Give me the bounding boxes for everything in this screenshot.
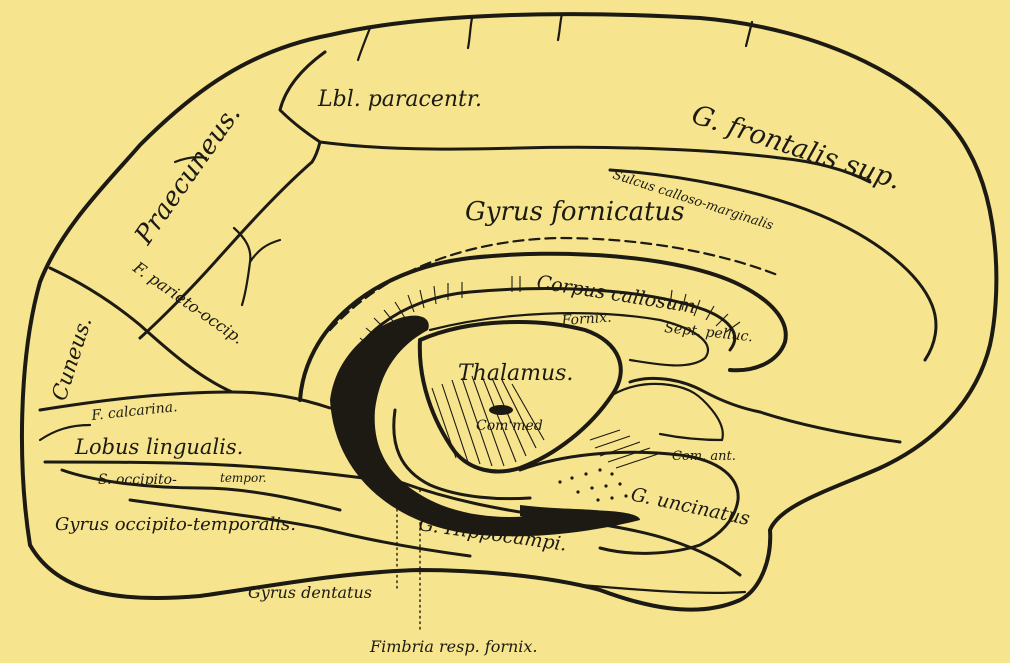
label-com-med: Com'med	[476, 418, 543, 434]
superior-notch	[558, 14, 562, 40]
label-gyrus-dentatus: Gyrus dentatus	[248, 583, 372, 602]
label-f-calcarina: F. calcarina.	[90, 399, 178, 424]
label-f-parieto-occip: F. parieto-occip.	[129, 257, 247, 348]
label-g-frontalis-sup: G. frontalis sup.	[688, 99, 905, 196]
superior-notch	[468, 18, 472, 48]
praecuneus-sulcus-y	[234, 228, 280, 305]
uncinatus-dots	[558, 468, 627, 501]
label-thalamus: Thalamus.	[458, 361, 573, 386]
label-gyrus-fornicatus: Gyrus fornicatus	[465, 197, 685, 227]
label-corpus-callosum: Corpus callosum	[535, 271, 697, 318]
thalamus-outline	[420, 322, 621, 472]
label-fornix: Fornix.	[560, 310, 612, 330]
label-gyrus-occipito-temporalis: Gyrus occipito-temporalis.	[55, 514, 296, 535]
label-praecuneus: Praecuneus.	[129, 100, 247, 251]
label-lbl-paracentr: Lbl. paracentr.	[317, 87, 482, 112]
superior-notch	[358, 28, 370, 60]
commissura-media-mark	[489, 405, 513, 415]
label-lobus-lingualis: Lobus lingualis.	[74, 435, 243, 459]
commissura-anterior-hatching	[590, 430, 658, 468]
label-fimbria: Fimbria resp. fornix.	[369, 637, 538, 656]
label-sept-pelluc: Sept. pelluc.	[664, 320, 754, 345]
label-tempor: tempor.	[220, 471, 266, 485]
label-com-ant: Com. ant.	[672, 449, 736, 464]
label-g-uncinatus: G. uncinatus	[629, 483, 752, 530]
anterior-sulcus-line	[760, 412, 900, 442]
label-cuneus: Cuneus.	[47, 314, 97, 404]
fissura-calcarina	[40, 392, 330, 410]
label-s-occipito: S. occipito-	[98, 472, 177, 488]
